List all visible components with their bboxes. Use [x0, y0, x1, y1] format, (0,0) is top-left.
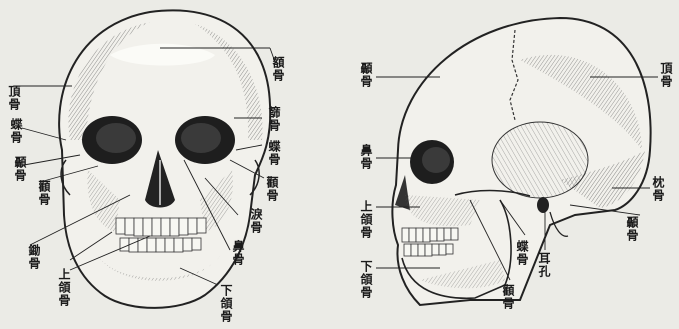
label-side-maxilla: 上頜骨 — [360, 200, 372, 239]
label-side-parietal: 頂骨 — [660, 62, 672, 88]
label-side-ear-canal: 耳孔 — [538, 252, 550, 278]
label-side-nasal: 鼻骨 — [360, 144, 372, 170]
front-upper-teeth — [116, 218, 206, 236]
label-vomer-bone: 鋤骨 — [28, 244, 40, 270]
label-ethmoid-bone: 篩骨 — [268, 106, 280, 132]
side-ear-canal — [537, 197, 549, 213]
label-zygomatic-bone: 顴骨 — [38, 180, 50, 206]
label-frontal-bone: 額骨 — [272, 56, 284, 82]
label-cheek-bone: 顴骨 — [266, 176, 278, 202]
label-side-temporal-bottom: 顳骨 — [626, 216, 638, 242]
label-side-zygomatic: 顴骨 — [502, 284, 514, 310]
front-lower-teeth — [120, 238, 201, 252]
label-side-mandible: 下頜骨 — [360, 260, 372, 299]
label-maxilla: 上頜骨 — [58, 268, 70, 307]
side-temporal-region — [492, 122, 588, 198]
label-sphenoid-bone-right: 蝶骨 — [268, 140, 280, 166]
label-mandible: 下頜骨 — [220, 284, 232, 323]
label-nasal-bone: 鼻骨 — [232, 240, 244, 266]
label-temporal-bone: 顳骨 — [14, 156, 26, 182]
label-parietal-bone: 頂骨 — [8, 85, 20, 111]
label-side-occipital: 枕骨 — [652, 176, 664, 202]
label-sphenoid-bone-left: 蝶骨 — [10, 118, 22, 144]
label-lacrimal-bone: 淚骨 — [250, 208, 262, 234]
label-side-sphenoid: 蝶骨 — [516, 240, 528, 266]
label-side-temporal-top: 顳骨 — [360, 62, 372, 88]
